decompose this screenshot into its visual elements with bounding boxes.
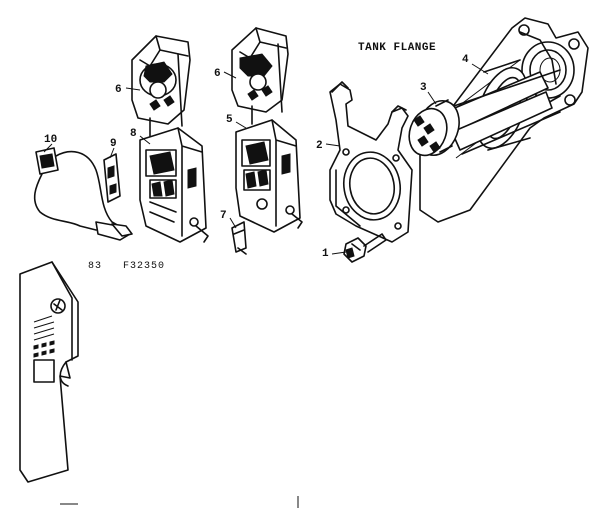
callout-8: 8: [130, 128, 137, 140]
diagram-title: TANK FLANGE: [358, 42, 436, 54]
callout-labels: 1 2 3 4 5 6 6 7 8 9 10: [44, 54, 469, 260]
part-3-heating-element: [408, 69, 561, 157]
part-9-bracket: [103, 153, 121, 203]
callout-6-right: 6: [214, 68, 221, 80]
part-8-thermostat: [139, 127, 209, 243]
bottom-edge-marks: [60, 496, 299, 508]
callout-2: 2: [316, 140, 323, 152]
callout-3: 3: [420, 82, 427, 94]
part-7-clip: [231, 221, 247, 255]
part-5-thermostat: [235, 119, 303, 233]
callout-4: 4: [462, 54, 469, 66]
drawing-reference-code: 83 F32350: [88, 261, 165, 272]
part-2-flange-plate: [329, 81, 413, 243]
part-6-thermostat-cover-right: [231, 27, 289, 125]
leader-lines: [43, 63, 489, 255]
callout-7: 7: [220, 210, 227, 222]
callout-10: 10: [44, 134, 57, 146]
callout-6-left: 6: [115, 84, 122, 96]
part-6-thermostat-cover-left: [131, 35, 191, 137]
callout-5: 5: [226, 114, 233, 126]
callout-1: 1: [322, 248, 329, 260]
part-10-wire-harness: [33, 147, 133, 241]
callout-9: 9: [110, 138, 117, 150]
warning-label-plate: [19, 261, 79, 483]
part-1-bolt: [343, 233, 387, 263]
